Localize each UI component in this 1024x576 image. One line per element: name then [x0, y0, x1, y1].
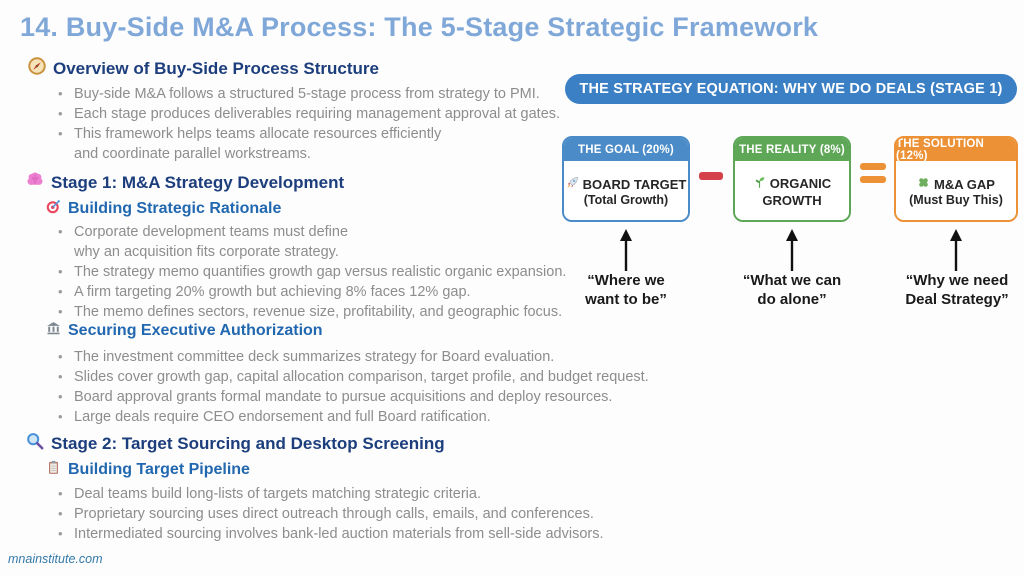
seedling-icon — [753, 176, 766, 192]
bullet-text: Intermediated sourcing involves bank-led… — [74, 526, 604, 542]
subsection-heading-label: Building Target Pipeline — [68, 461, 250, 478]
section-heading-label: Stage 1: M&A Strategy Development — [51, 172, 345, 192]
list-item: •Deal teams build long-lists of targets … — [58, 486, 481, 502]
target-icon — [46, 199, 61, 219]
reality-box-subtitle: GROWTH — [762, 192, 822, 208]
solution-box-header: THE SOLUTION (12%) — [896, 138, 1016, 162]
puzzle-icon — [917, 176, 930, 192]
list-item: •The memo defines sectors, revenue size,… — [58, 304, 563, 320]
solution-quote: “Why we need Deal Strategy” — [905, 272, 1009, 308]
up-arrow-solution — [950, 229, 962, 271]
goal-box-subtitle: (Total Growth) — [583, 193, 669, 207]
list-item: •Board approval grants formal mandate to… — [58, 389, 613, 405]
compass-icon — [28, 57, 46, 80]
reality-box-header: THE REALITY (8%) — [735, 138, 849, 161]
list-item: •Each stage produces deliverables requir… — [58, 106, 561, 122]
bullet-text: Corporate development teams must define … — [74, 224, 349, 260]
subsection-pipeline-heading: Building Target Pipeline — [46, 460, 250, 480]
strategy-equation-banner: THE STRATEGY EQUATION: WHY WE DO DEALS (… — [565, 74, 1017, 104]
bullet-text: The strategy memo quantifies growth gap … — [74, 264, 567, 280]
list-item: •The investment committee deck summarize… — [58, 349, 555, 365]
list-item: •A firm targeting 20% growth but achievi… — [58, 284, 471, 300]
section-overview-heading: Overview of Buy-Side Process Structure — [28, 57, 379, 80]
minus-operator — [699, 172, 723, 180]
bullet-text: Buy-side M&A follows a structured 5-stag… — [74, 86, 540, 102]
section-heading-label: Overview of Buy-Side Process Structure — [53, 58, 379, 78]
bullet-text: The memo defines sectors, revenue size, … — [74, 304, 563, 320]
rocket-icon — [566, 176, 579, 192]
bullet-text: Large deals require CEO endorsement and … — [74, 409, 491, 425]
list-item: •This framework helps teams allocate res… — [58, 126, 442, 162]
bullet-text: Board approval grants formal mandate to … — [74, 389, 613, 405]
page-title: 14. Buy-Side M&A Process: The 5-Stage St… — [20, 12, 819, 42]
list-item: •Large deals require CEO endorsement and… — [58, 409, 491, 425]
bank-icon — [46, 321, 61, 341]
solution-box-subtitle: (Must Buy This) — [909, 193, 1003, 207]
clipboard-icon — [46, 460, 61, 480]
subsection-heading-label: Securing Executive Authorization — [68, 322, 323, 339]
equals-operator — [860, 163, 886, 189]
up-arrow-reality — [786, 229, 798, 271]
section-stage2-heading: Stage 2: Target Sourcing and Desktop Scr… — [26, 432, 445, 455]
brain-icon — [26, 171, 44, 194]
reality-box-title: ORGANIC — [769, 176, 832, 191]
subsection-rationale-heading: Building Strategic Rationale — [46, 199, 281, 219]
bullet-text: Slides cover growth gap, capital allocat… — [74, 369, 649, 385]
bullet-text: Proprietary sourcing uses direct outreac… — [74, 506, 594, 522]
pipeline-bullets: •Deal teams build long-lists of targets … — [58, 484, 698, 544]
solution-box-title: M&A GAP — [934, 176, 995, 192]
solution-box: THE SOLUTION (12%) M&A GAP (Must Buy Thi… — [894, 136, 1018, 222]
authorization-bullets: •The investment committee deck summarize… — [58, 347, 698, 427]
bullet-text: Deal teams build long-lists of targets m… — [74, 486, 481, 502]
list-item: •Corporate development teams must define… — [58, 224, 349, 260]
list-item: •Proprietary sourcing uses direct outrea… — [58, 506, 594, 522]
bullet-text: The investment committee deck summarizes… — [74, 349, 555, 365]
list-item: •Buy-side M&A follows a structured 5-sta… — [58, 86, 540, 102]
goal-box-title: BOARD TARGET — [582, 176, 687, 192]
bullet-text: Each stage produces deliverables requiri… — [74, 106, 561, 122]
rationale-bullets: •Corporate development teams must define… — [58, 222, 698, 322]
list-item: •Intermediated sourcing involves bank-le… — [58, 526, 604, 542]
goal-box-header: THE GOAL (20%) — [564, 138, 688, 161]
section-stage1-heading: Stage 1: M&A Strategy Development — [26, 171, 344, 194]
footer-link: mnainstitute.com — [8, 552, 103, 566]
goal-quote: “Where we want to be” — [585, 272, 667, 308]
list-item: •Slides cover growth gap, capital alloca… — [58, 369, 649, 385]
up-arrow-goal — [620, 229, 632, 271]
bullet-text: This framework helps teams allocate reso… — [74, 126, 442, 162]
goal-box: THE GOAL (20%) BOARD TARGET (Total Growt… — [562, 136, 690, 222]
section-heading-label: Stage 2: Target Sourcing and Desktop Scr… — [51, 433, 445, 453]
magnifier-icon — [26, 432, 44, 455]
subsection-authorization-heading: Securing Executive Authorization — [46, 321, 323, 341]
reality-box: THE REALITY (8%) ORGANIC GROWTH — [733, 136, 851, 222]
reality-quote: “What we can do alone” — [742, 272, 842, 308]
overview-bullets: •Buy-side M&A follows a structured 5-sta… — [58, 84, 698, 164]
bullet-text: A firm targeting 20% growth but achievin… — [74, 284, 471, 300]
list-item: •The strategy memo quantifies growth gap… — [58, 264, 567, 280]
subsection-heading-label: Building Strategic Rationale — [68, 200, 282, 217]
